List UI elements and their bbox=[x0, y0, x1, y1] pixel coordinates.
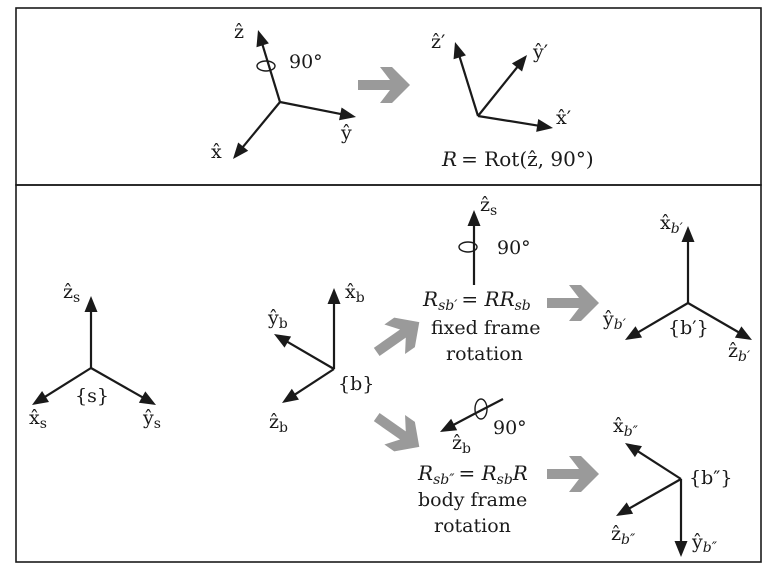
axis-y-prime-arrow bbox=[477, 55, 527, 117]
frame-b-x-label: x̂b bbox=[345, 281, 365, 306]
frame-s-x-arrow bbox=[32, 367, 92, 405]
frame-b-prime-x-label: x̂b′ bbox=[660, 212, 684, 237]
body-rotation-loop-icon bbox=[474, 398, 488, 420]
axis-z-label: ẑ bbox=[234, 21, 244, 43]
axis-z-arrow bbox=[256, 30, 282, 103]
fixed-axis-arrow bbox=[467, 210, 481, 256]
axis-x-label: x̂ bbox=[211, 141, 222, 163]
fixed-caption-line2: rotation bbox=[446, 343, 523, 365]
body-transition-arrow bbox=[373, 412, 420, 452]
frame-s-label: {s} bbox=[75, 385, 109, 407]
frame-b-double-prime-x-label: x̂b″ bbox=[613, 415, 639, 440]
axis-z-prime-label: ẑ′ bbox=[431, 31, 445, 53]
frame-b-z-arrow bbox=[282, 368, 335, 403]
fixed-transition-arrow bbox=[373, 317, 420, 357]
to-b-double-prime-arrow bbox=[547, 456, 599, 492]
body-axis-arrow bbox=[440, 412, 477, 432]
body-caption-line2: rotation bbox=[434, 515, 511, 537]
axis-y-arrow bbox=[279, 100, 356, 121]
frame-b-x-arrow bbox=[327, 288, 341, 369]
axis-y-label: ŷ bbox=[340, 122, 352, 144]
frame-b-prime-y-arrow bbox=[625, 302, 689, 340]
frame-s-z-arrow bbox=[84, 296, 98, 368]
frame-b-y-arrow bbox=[274, 334, 335, 370]
frame-b-double-prime-z-label: ẑb″ bbox=[611, 523, 636, 548]
fixed-angle: 90° bbox=[497, 237, 531, 259]
frame-b-double-prime-label: {b″} bbox=[689, 467, 732, 489]
frame-b-prime-label: {b′} bbox=[668, 317, 709, 339]
frame-b-label: {b} bbox=[338, 373, 374, 395]
body-frame-rotation: ẑb 90° Rsb″= RsbR body frame rotation bbox=[417, 398, 528, 537]
frame-s-x-label: x̂s bbox=[29, 407, 47, 432]
frame-s-y-label: ŷs bbox=[142, 407, 161, 432]
frame-b: x̂b ŷb ẑb {b} bbox=[267, 281, 374, 436]
axis-z-prime-arrow bbox=[453, 42, 480, 117]
body-equation: Rsb″= RsbR bbox=[417, 461, 528, 488]
frame-s: ẑs x̂s ŷs {s} bbox=[29, 281, 161, 432]
body-axis-stem bbox=[475, 398, 504, 414]
to-b-prime-arrow bbox=[547, 285, 599, 321]
rotation-loop-icon bbox=[256, 60, 276, 72]
axis-x-prime-arrow bbox=[477, 114, 553, 132]
frame-b-prime-y-label: ŷb′ bbox=[602, 308, 627, 333]
body-angle: 90° bbox=[493, 417, 527, 439]
body-caption-line1: body frame bbox=[418, 489, 527, 511]
top-rotated-frame: ẑ′ ŷ′ x̂′ bbox=[431, 31, 571, 132]
top-equation: R= Rot(ẑ, 90°) bbox=[441, 147, 594, 171]
fixed-axis-label: ẑs bbox=[480, 194, 497, 219]
top-transition-arrow bbox=[358, 67, 410, 103]
frame-b-double-prime-x-arrow bbox=[625, 443, 682, 480]
top-original-frame: ẑ ŷ x̂ 90° bbox=[211, 21, 356, 163]
fixed-rotation-loop-icon bbox=[458, 241, 478, 253]
rotation-angle: 90° bbox=[289, 51, 323, 73]
frame-b-double-prime: x̂b″ ŷb″ ẑb″ {b″} bbox=[611, 415, 732, 557]
frame-s-z-label: ẑs bbox=[63, 281, 80, 306]
fixed-frame-rotation: ẑs 90° Rsb′= RRsb fixed frame rotation bbox=[422, 194, 541, 365]
frame-b-prime: x̂b′ ŷb′ ẑb′ {b′} bbox=[602, 212, 752, 365]
body-axis-label: ẑb bbox=[452, 432, 471, 457]
frame-b-z-label: ẑb bbox=[269, 411, 288, 436]
axis-x-prime-label: x̂′ bbox=[556, 107, 571, 129]
bottom-panel bbox=[15, 184, 762, 563]
frame-b-double-prime-y-arrow bbox=[674, 479, 688, 557]
frame-b-prime-z-label: ẑb′ bbox=[728, 340, 751, 365]
frame-b-prime-x-arrow bbox=[681, 226, 695, 303]
fixed-caption-line1: fixed frame bbox=[431, 317, 541, 339]
frame-b-y-label: ŷb bbox=[267, 307, 288, 332]
fixed-equation: Rsb′= RRsb bbox=[422, 287, 531, 314]
frame-b-double-prime-y-label: ŷb″ bbox=[691, 531, 718, 556]
frame-b-prime-z-arrow bbox=[687, 302, 752, 340]
axis-y-prime-label: ŷ′ bbox=[532, 41, 548, 63]
frame-b-double-prime-z-arrow bbox=[616, 478, 682, 516]
axis-x-arrow bbox=[233, 101, 281, 159]
frame-s-y-arrow bbox=[90, 367, 156, 405]
